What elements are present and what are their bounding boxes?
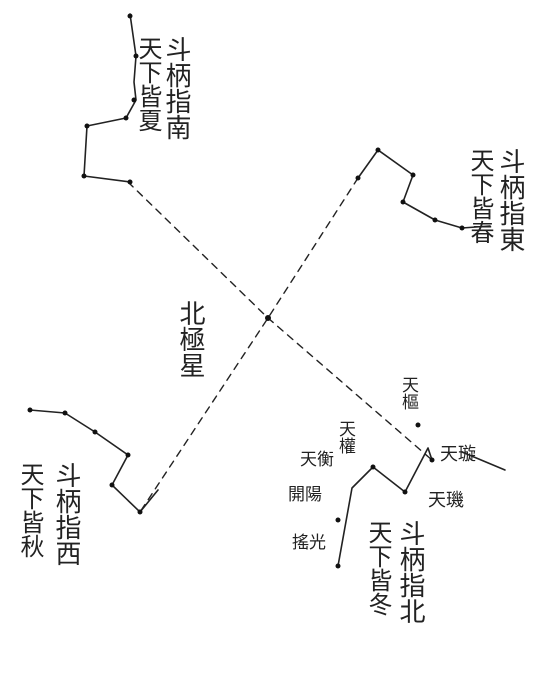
star-name-yaoguang: 搖光 (292, 533, 326, 553)
dipper-spring (355, 147, 491, 231)
label-autumn: 天下皆秋 (16, 462, 44, 558)
dashed-line-ne-sw (139, 177, 359, 513)
star-name-kaiyang: 開陽 (288, 485, 322, 505)
star-name-tianquan: 天權 (335, 420, 356, 454)
dipper-winter (335, 422, 506, 569)
direction-winter: 斗柄指北 (395, 520, 425, 624)
label-winter: 天下皆冬 (364, 520, 392, 616)
pole-star-label: 北極星 (175, 300, 205, 378)
star-name-tianheng: 天衡 (300, 450, 334, 470)
star-name-tianji: 天璣 (428, 490, 464, 511)
label-spring: 天下皆春 (466, 148, 494, 244)
star-name-tianxuan: 天璇 (440, 444, 476, 465)
star-name-tianshu: 天樞 (398, 376, 419, 410)
direction-spring: 斗柄指東 (495, 148, 525, 252)
label-summer: 天下皆夏 (134, 36, 162, 132)
dipper-summer (81, 13, 139, 185)
dashed-line-nw-se (127, 181, 433, 461)
pole-star-point (265, 315, 271, 321)
direction-summer: 斗柄指南 (161, 36, 191, 140)
direction-autumn: 斗柄指西 (51, 462, 81, 566)
dipper-autumn (27, 407, 159, 515)
